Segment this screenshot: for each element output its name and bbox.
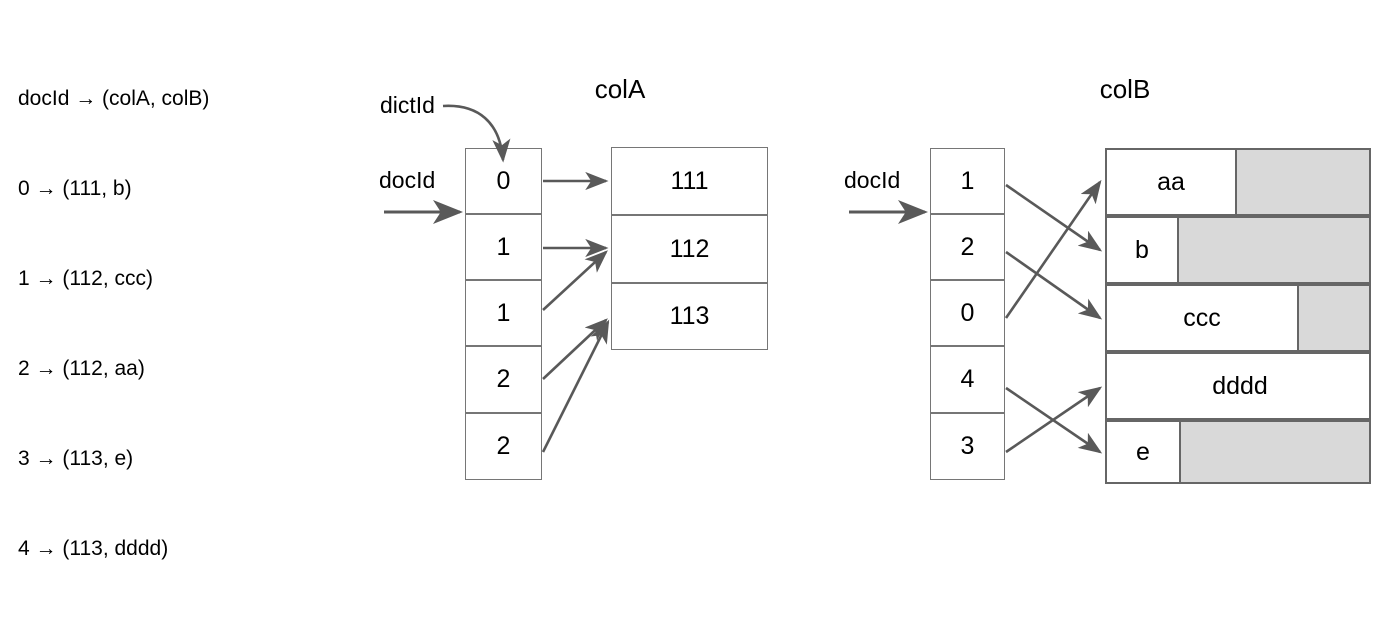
legend-block: docId → (colA, colB) 0 → (111, b) 1 → (1… <box>18 24 209 624</box>
colb-map-arrow <box>1005 183 1103 252</box>
cola-dictid-cell[interactable]: 1 <box>465 214 542 280</box>
cola-map-arrow <box>542 250 608 311</box>
colb-value-text: dddd <box>1107 354 1369 418</box>
legend-line-5: 4 → (113, dddd) <box>18 537 169 560</box>
cola-dictionary-entry[interactable]: 112 <box>611 215 768 283</box>
colb-docid-cell[interactable]: 3 <box>930 413 1005 480</box>
colb-docid-column: 1 2 0 4 3 <box>930 148 1005 480</box>
cola-title: colA <box>594 74 646 104</box>
colb-docid-cell[interactable]: 4 <box>930 346 1005 413</box>
cola-mapping-arrows <box>541 171 610 453</box>
cola-dictionary-box: 111 112 113 <box>611 147 768 350</box>
colb-value-row[interactable]: b <box>1105 216 1371 284</box>
colb-docid-cell[interactable]: 0 <box>930 280 1005 346</box>
cola-dictid-cell[interactable]: 2 <box>465 346 542 413</box>
cola-map-arrow <box>542 318 608 380</box>
colb-map-arrow <box>1005 386 1103 454</box>
colb-docid-cell[interactable]: 1 <box>930 148 1005 214</box>
cola-dictid-cell[interactable]: 2 <box>465 413 542 480</box>
legend-line-2: 1 → (112, ccc) <box>18 267 153 290</box>
colb-value-text: ccc <box>1107 286 1299 350</box>
colb-title: colB <box>1099 74 1151 104</box>
colb-value-text: aa <box>1107 150 1237 214</box>
colb-value-row[interactable]: aa <box>1105 148 1371 216</box>
colb-value-text: b <box>1107 218 1179 282</box>
colb-mapping-arrows <box>1004 179 1103 454</box>
cola-map-arrow <box>541 319 610 453</box>
colb-value-row[interactable]: ccc <box>1105 284 1371 352</box>
cola-dictid-cell[interactable]: 0 <box>465 148 542 214</box>
dictid-label: dictId <box>380 92 435 118</box>
colb-docid-label: docId <box>844 167 901 193</box>
cola-docid-label: docId <box>379 167 436 193</box>
legend-line-0: docId → (colA, colB) <box>18 87 210 110</box>
cola-dictid-cell[interactable]: 1 <box>465 280 542 346</box>
colb-map-arrow <box>1005 386 1103 454</box>
cola-dictionary-entry[interactable]: 113 <box>611 283 768 350</box>
colb-value-text: e <box>1107 422 1181 482</box>
colb-map-arrow <box>1005 250 1103 320</box>
legend-line-1: 0 → (111, b) <box>18 177 132 200</box>
colb-value-row[interactable]: dddd <box>1105 352 1371 420</box>
diagram-canvas: docId → (colA, colB) 0 → (111, b) 1 → (1… <box>18 74 1371 560</box>
legend-line-3: 2 → (112, aa) <box>18 357 145 380</box>
legend-line-4: 3 → (113, e) <box>18 447 134 470</box>
colb-value-row[interactable]: e <box>1105 420 1371 484</box>
cola-dictionary-entry[interactable]: 111 <box>611 147 768 215</box>
colb-map-arrow <box>1004 179 1102 319</box>
cola-dictid-column: 0 1 1 2 2 <box>465 148 542 480</box>
colb-docid-cell[interactable]: 2 <box>930 214 1005 280</box>
